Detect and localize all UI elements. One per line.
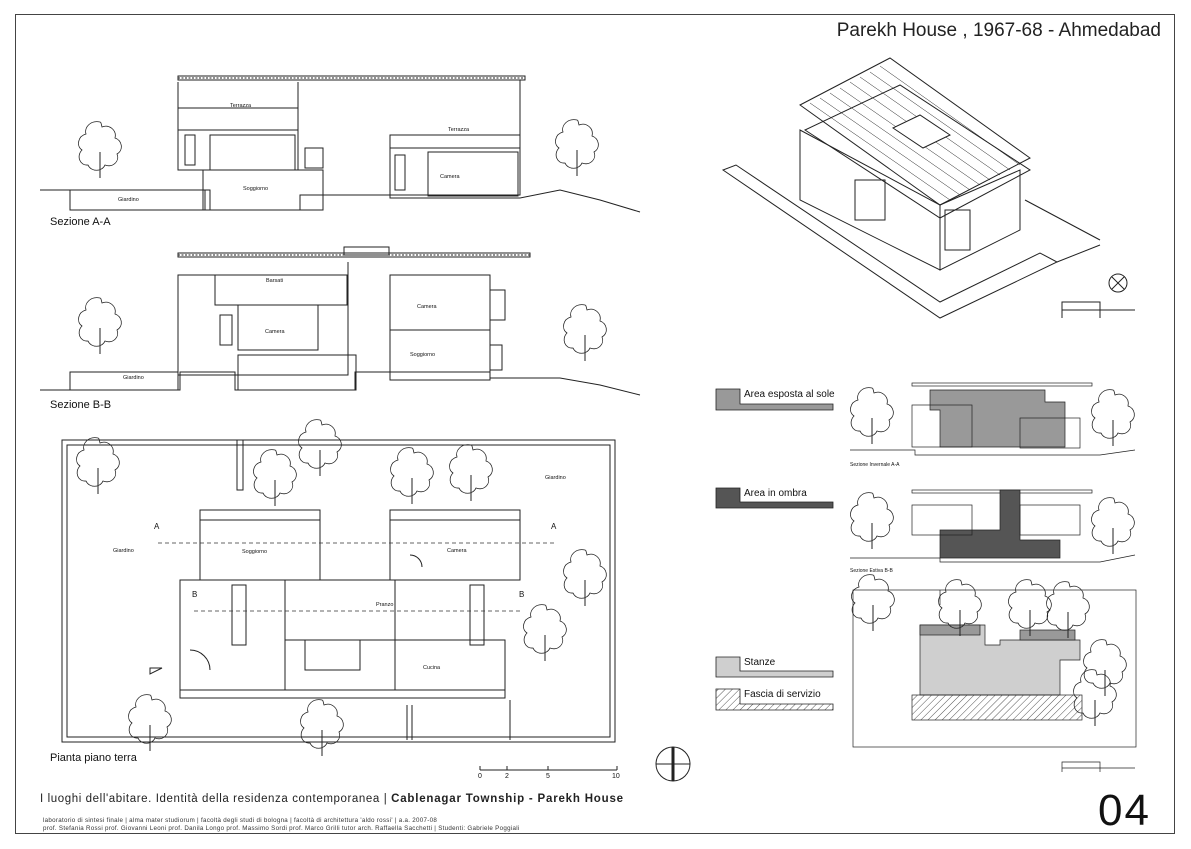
winter-section-caption: Sezione Invernale A-A: [850, 462, 900, 468]
tree-icon: [563, 549, 607, 607]
cut-line-a: [158, 542, 555, 612]
tree-icon: [78, 121, 122, 179]
tree-icon: [128, 694, 172, 752]
section-b-b-drawing: [40, 246, 641, 396]
footer-credits-line: prof. Stefania Rossi prof. Giovanni Leon…: [43, 825, 520, 832]
tree-icon: [78, 297, 122, 355]
cut-marker-a: A: [154, 522, 160, 531]
summer-section-drawing: [850, 489, 1136, 563]
tree-icon: [298, 419, 342, 477]
tree-icon: [1008, 579, 1052, 637]
tree-icon: [555, 119, 599, 177]
scale-tick-label: 10: [612, 773, 620, 780]
footer-main-text: I luoghi dell'abitare. Identità della re…: [40, 793, 392, 805]
section-a-a-label: Sezione A-A: [50, 216, 111, 228]
tree-icon: [850, 387, 894, 445]
sheet-title: Parekh House , 1967-68 - Ahmedabad: [836, 20, 1161, 41]
tree-icon: [1083, 639, 1127, 697]
zoning-plan-scale: [1061, 761, 1135, 772]
room-label-cucina: Cucina: [423, 665, 441, 671]
room-label-soggiorno: Soggiorno: [243, 186, 269, 192]
room-label-camera: Camera: [417, 304, 437, 310]
winter-section-drawing: [850, 382, 1136, 456]
cut-marker-b: B: [519, 590, 525, 599]
tree-icon: [523, 604, 567, 662]
scale-tick-label: 5: [546, 773, 550, 780]
axonometric-drawing: [721, 57, 1101, 319]
room-label-terrazza: Terrazza: [230, 103, 252, 109]
tree-icon: [850, 492, 894, 550]
room-label-giardino: Giardino: [113, 548, 134, 554]
ground-plan-label: Pianta piano terra: [50, 752, 137, 764]
drawing-sheet-border: [15, 14, 1175, 834]
cut-marker-b: B: [192, 590, 198, 599]
legend-sun-label: Area esposta al sole: [744, 389, 835, 400]
tree-icon: [1091, 389, 1135, 447]
room-label-giardino: Giardino: [118, 197, 139, 203]
section-a-a-drawing: [40, 75, 641, 213]
legend-service-label: Fascia di servizio: [744, 689, 821, 700]
footer-main-line: I luoghi dell'abitare. Identità della re…: [40, 793, 624, 805]
scale-tick-label: 0: [478, 773, 482, 780]
sheet-number: 04: [1098, 786, 1151, 835]
summer-section-caption: Sezione Estiva B-B: [850, 568, 893, 574]
entrance-arrow-icon: [149, 667, 163, 675]
tree-icon: [449, 444, 493, 502]
section-symbol-icon: [1061, 273, 1135, 318]
tree-icon: [1091, 497, 1135, 555]
tree-icon: [76, 437, 120, 495]
legend-swatches: [715, 388, 834, 711]
room-label-pranzo: Pranzo: [376, 602, 394, 608]
north-arrow-icon: [655, 746, 691, 782]
section-b-b-label: Sezione B-B: [50, 399, 112, 411]
cut-marker-a: A: [551, 522, 557, 531]
room-label-barsati: Barsati: [266, 278, 284, 284]
legend-rooms-label: Stanze: [744, 657, 776, 668]
room-label-camera: Camera: [265, 329, 285, 335]
room-label-terrazza: Terrazza: [448, 127, 470, 133]
tree-icon: [851, 574, 895, 632]
tree-icon: [390, 447, 434, 505]
footer-course-line: laboratorio di sintesi finale | alma mat…: [43, 817, 438, 824]
footer-project-name: Cablenagar Township - Parekh House: [391, 793, 624, 805]
tree-icon: [563, 304, 607, 362]
room-label-soggiorno: Soggiorno: [242, 549, 268, 555]
ground-floor-plan-drawing: [61, 439, 616, 743]
legend-shade-label: Area in ombra: [744, 488, 807, 499]
room-label-camera: Camera: [447, 548, 467, 554]
zoning-plan-drawing: [852, 589, 1137, 748]
room-label-giardino: Giardino: [545, 475, 566, 481]
tree-icon: [253, 449, 297, 507]
scale-bar: [479, 766, 618, 771]
scale-tick-label: 2: [505, 773, 509, 780]
tree-icon: [300, 699, 344, 757]
room-label-camera: Camera: [440, 174, 460, 180]
room-label-giardino: Giardino: [123, 375, 144, 381]
room-label-soggiorno: Soggiorno: [410, 352, 436, 358]
